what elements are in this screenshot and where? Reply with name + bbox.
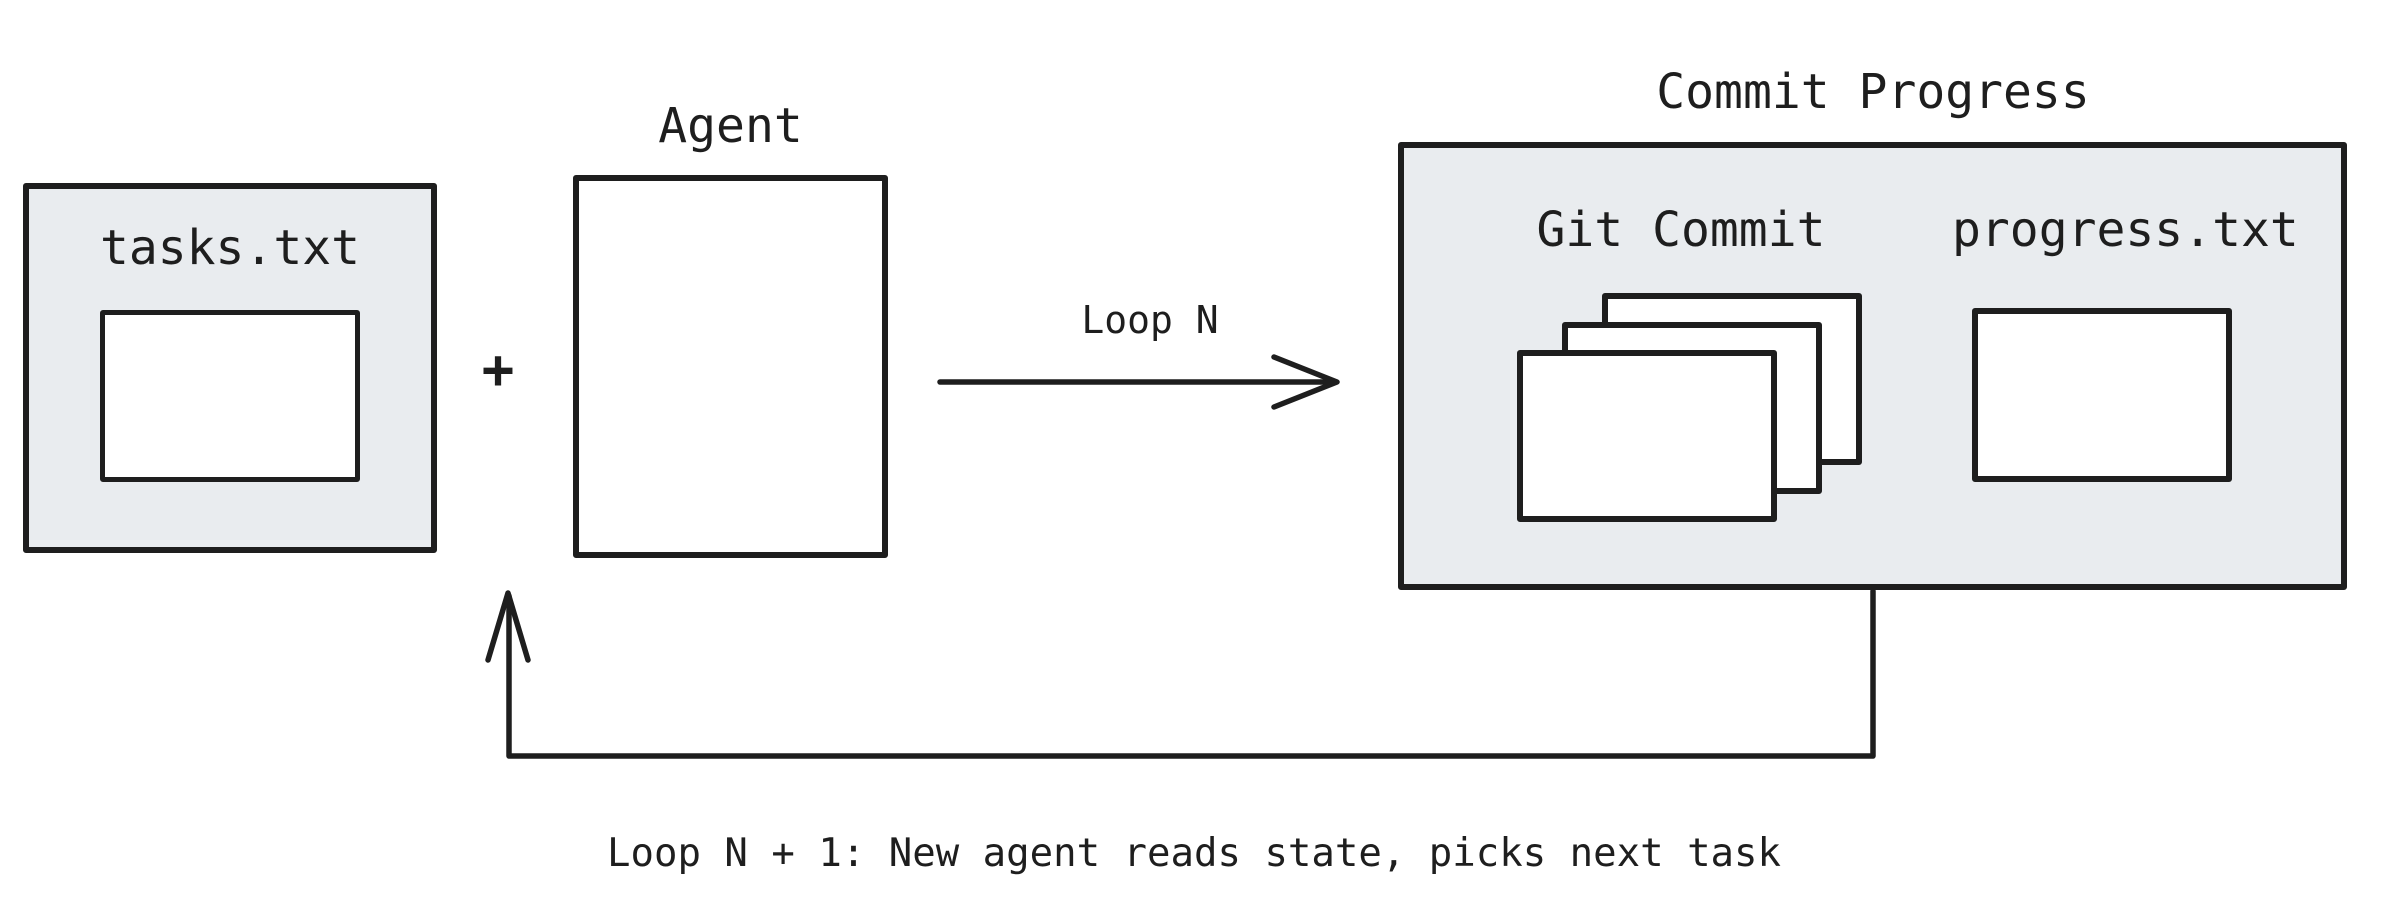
loop-n-label: Loop N (1081, 298, 1219, 342)
agent-box (573, 175, 888, 558)
tasks-inner-rect (100, 310, 360, 482)
git-commit-label: Git Commit (1536, 202, 1826, 258)
progress-txt-label: progress.txt (1952, 202, 2299, 258)
progress-txt-rect (1972, 308, 2232, 482)
commit-progress-title: Commit Progress (1656, 64, 2090, 120)
agent-label: Agent (658, 98, 803, 154)
loop-n-arrow (937, 354, 1340, 410)
plus-operator: + (481, 338, 515, 401)
tasks-file-label: tasks.txt (99, 220, 361, 276)
git-commit-card-front (1517, 350, 1777, 522)
caption-text: Loop N + 1: New agent reads state, picks… (607, 831, 1781, 876)
loop-back-arrow (485, 588, 1876, 759)
